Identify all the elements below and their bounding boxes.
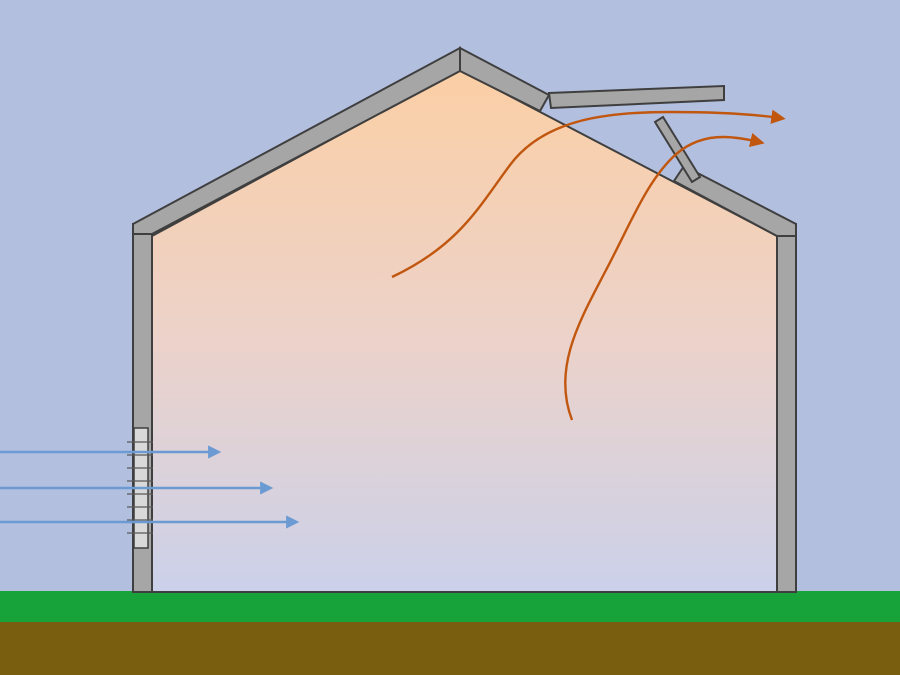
intake-vent-louvers <box>127 441 153 534</box>
roof-right-slope-lower <box>672 164 797 237</box>
right-wall <box>776 223 797 593</box>
grass-strip <box>0 591 900 622</box>
roof-vent-flap <box>547 84 725 110</box>
warm-air-flow <box>391 109 786 279</box>
soil-strip <box>0 622 900 675</box>
roof-vent-arm <box>653 115 702 184</box>
warm-air-flow <box>563 132 765 421</box>
roof-left-slope <box>132 46 461 235</box>
cool-air-arrows <box>0 445 300 529</box>
warm-air-flows <box>391 109 786 421</box>
roof-right-slope-upper <box>459 46 551 113</box>
